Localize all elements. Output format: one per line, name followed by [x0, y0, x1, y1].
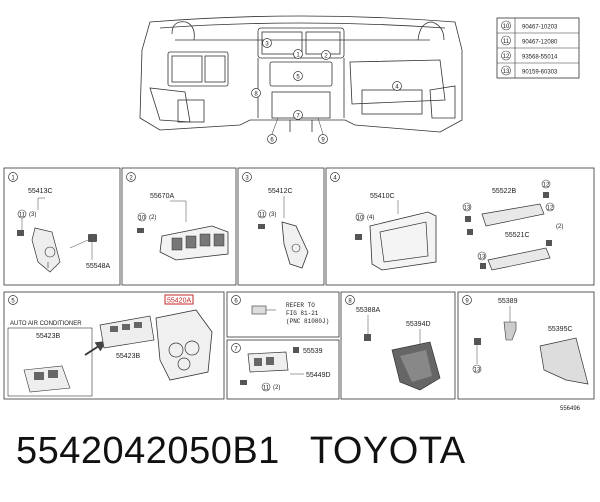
panel-6: 6 REFER TO FIG 81-21 (PNC 81080J)	[226, 291, 340, 338]
fastener-part-number: 93568-55014	[522, 55, 558, 61]
overview-callout: 6	[270, 138, 274, 144]
part-label: 55410C	[370, 193, 395, 200]
part-label: 55548A	[86, 263, 110, 270]
caption: 5542042050B1 TOYOTA	[16, 430, 466, 473]
fastener-callout: 10	[357, 215, 364, 221]
panel-number: 6	[234, 299, 238, 305]
panel-number: 1	[11, 176, 15, 182]
fastener-callout: 11	[263, 385, 270, 391]
panel-number: 2	[129, 176, 133, 182]
brand-name: TOYOTA	[309, 430, 466, 472]
overview-callouts: 3 1 2 5 8 7 4 6 9	[251, 38, 402, 144]
panel-number: 3	[245, 176, 249, 182]
fastener-ref: 13	[503, 69, 510, 75]
panel-1: 1 55413C 11 (3) 55548A	[3, 167, 121, 286]
fastener-row: 10 90467-10203	[501, 20, 558, 31]
panel-8: 8 55388A 55394D	[340, 291, 456, 400]
fastener-qty: (2)	[149, 215, 156, 221]
overview-callout: 2	[324, 54, 328, 60]
part-label: 55423B	[36, 333, 60, 340]
fastener-part-number: 90159-60303	[522, 70, 558, 76]
panel-4: 4 55410C 10 (4) 55522B 12 13 12 (2) 5552…	[325, 167, 595, 286]
overview-callout: 9	[321, 138, 325, 144]
refer-text: FIG 81-21	[286, 310, 319, 317]
fastener-ref: 11	[503, 39, 510, 45]
panel-3: 3 55412C 11 (3)	[237, 167, 325, 286]
part-label: 55395C	[548, 326, 573, 333]
refer-text: REFER TO	[286, 302, 315, 309]
fastener-qty: (2)	[273, 385, 280, 391]
fastener-row: 12 93568-55014	[501, 50, 558, 61]
part-label: 55423B	[116, 353, 140, 360]
fastener-callout: 11	[19, 212, 26, 218]
fastener-callout: 11	[259, 212, 266, 218]
fastener-callout: 13	[464, 205, 471, 211]
panel-7: 7 55539 55449D 11 (2)	[226, 339, 340, 400]
overview-callout: 7	[296, 114, 300, 120]
part-label: 55394D	[406, 321, 431, 328]
panel-number: 9	[465, 299, 469, 305]
part-label: 55388A	[356, 307, 380, 314]
panel-9: 9 55389 55395C 13	[457, 291, 595, 400]
panel-number: 8	[348, 299, 352, 305]
part-label: 55539	[303, 348, 323, 355]
panel-number: 7	[234, 347, 238, 353]
variant-note: AUTO AIR CONDITIONER	[10, 321, 82, 327]
overview-callout: 5	[296, 75, 300, 81]
fastener-part-number: 90467-12080	[522, 40, 558, 46]
overview-callout: 3	[265, 42, 269, 48]
highlighted-part-label: 55420A	[167, 297, 191, 304]
panel-2: 2 55670A 10 (2)	[121, 167, 237, 286]
fastener-qty: (4)	[367, 215, 374, 221]
fastener-qty: (3)	[269, 212, 276, 218]
diagram-code: 556496	[560, 406, 581, 412]
fastener-ref: 12	[503, 54, 510, 60]
part-label: 55412C	[268, 188, 293, 195]
part-label: 55413C	[28, 188, 53, 195]
fastener-callout: 13	[479, 254, 486, 260]
fastener-part-number: 90467-10203	[522, 25, 558, 31]
part-number: 5542042050B1	[16, 430, 280, 472]
fastener-ref: 10	[503, 24, 510, 30]
fastener-callout: 13	[474, 367, 481, 373]
panel-number: 5	[11, 299, 15, 305]
fastener-table: 10 90467-10203 11 90467-12080 12 93568-5…	[496, 17, 580, 79]
part-label: 55449D	[306, 372, 331, 379]
panel-number: 4	[333, 176, 337, 182]
overview-callout: 4	[395, 85, 399, 91]
overview-callout: 8	[254, 92, 258, 98]
fastener-callout: 10	[139, 215, 146, 221]
part-label: 55389	[498, 298, 518, 305]
fastener-row: 11 90467-12080	[501, 35, 558, 46]
refer-text: (PNC 81080J)	[286, 318, 329, 325]
part-label: 55521C	[505, 232, 530, 239]
part-label: 55522B	[492, 188, 516, 195]
overview-callout: 1	[296, 53, 300, 59]
fastener-callout: 12	[547, 205, 554, 211]
part-label: 55670A	[150, 193, 174, 200]
panel-5: 5 AUTO AIR CONDITIONER 55423B 55423B 554…	[3, 291, 225, 400]
fastener-callout: 12	[543, 182, 550, 188]
fastener-qty: (2)	[556, 224, 563, 230]
fastener-row: 13 90159-60303	[501, 65, 558, 76]
fastener-qty: (3)	[29, 212, 36, 218]
